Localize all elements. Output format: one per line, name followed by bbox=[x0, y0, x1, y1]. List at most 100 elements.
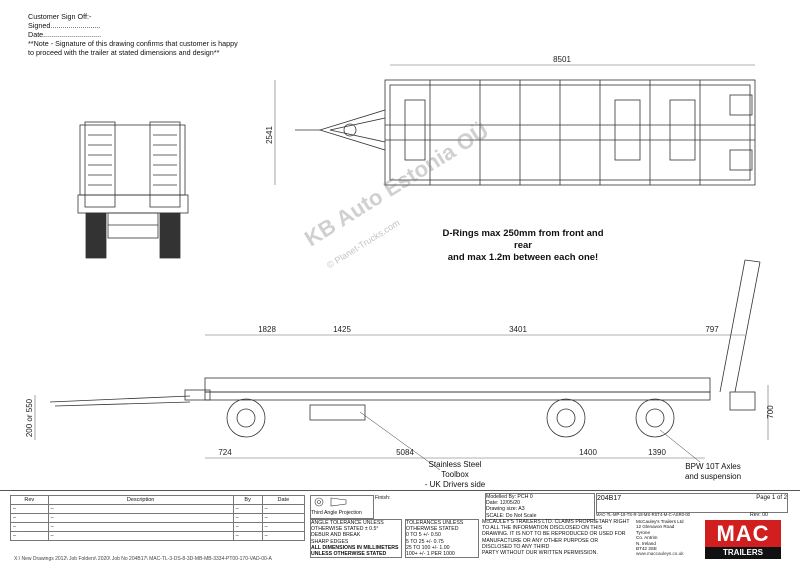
logo-main: MAC bbox=[705, 520, 781, 547]
front-view bbox=[77, 121, 189, 259]
angle-tol-line: SHARP EDGES bbox=[311, 538, 349, 545]
projection-box: Third Angle Projection bbox=[310, 495, 374, 519]
trailer-drawing: 8501 2541 1828 1425 3401 797 724 5084 14… bbox=[25, 55, 775, 471]
logo-sub: TRAILERS bbox=[705, 547, 781, 559]
scale-note: SCALE: Do Not Scale bbox=[486, 512, 537, 519]
tol-line: OTHERWISE STATED bbox=[406, 526, 459, 533]
table-row: –––– bbox=[10, 531, 306, 541]
toolbox-callout: Stainless Steel Toolbox - UK Drivers sid… bbox=[400, 460, 510, 490]
proprietary-line: DRAWING. IT IS NOT TO BE REPRODUCED OR U… bbox=[482, 531, 626, 538]
finish-label: Finish: bbox=[375, 495, 391, 501]
table-row: –––– bbox=[10, 522, 306, 532]
cell: – bbox=[47, 513, 234, 523]
modelled-by: Modelled By: PCH 0 bbox=[486, 494, 533, 500]
cell: – bbox=[232, 531, 263, 541]
drawing-size-label: Drawing size: bbox=[486, 506, 518, 513]
axles-callout: BPW 10T Axles and suspension bbox=[668, 462, 758, 482]
d-ring-note: D-Rings max 250mm from front and rear an… bbox=[438, 228, 608, 264]
toolbox-line1: Stainless Steel bbox=[428, 460, 482, 469]
tol-line: 5 TO 25 +/- 0.75 bbox=[406, 538, 444, 545]
side-dim-top-3: 3401 bbox=[509, 325, 527, 334]
side-dim-bottom-3: 1400 bbox=[579, 448, 597, 457]
cell: – bbox=[47, 522, 234, 532]
angle-tolerance: ANGLE TOLERANCE UNLESS OTHERWISE STATED … bbox=[310, 519, 402, 559]
rev-number: 00 bbox=[762, 512, 768, 518]
side-dim-top-2: 1425 bbox=[333, 325, 351, 334]
file-path: X:\ New Drawings 2012\ Job Folders\ 2020… bbox=[14, 556, 272, 562]
cell: – bbox=[232, 504, 263, 514]
d-ring-note-line1: D-Rings max 250mm from front and rear bbox=[442, 228, 604, 251]
angle-tol-line: OTHERWISE STATED ± 0.5° bbox=[311, 526, 379, 533]
tol-line: TOLERANCES UNLESS bbox=[406, 520, 464, 526]
proprietary-notice: McCAULEY'S TRAILERS LTD. CLAIMS PROPRIET… bbox=[482, 519, 634, 556]
cell: – bbox=[261, 531, 306, 541]
d-ring-note-line2: and max 1.2m between each one! bbox=[447, 252, 599, 263]
cell: – bbox=[261, 522, 306, 532]
side-view bbox=[49, 259, 761, 438]
by-header: By bbox=[232, 495, 263, 505]
cell: – bbox=[232, 513, 263, 523]
table-row: –––– bbox=[10, 513, 306, 523]
tol-line: 0 TO 5 +/- 0.50 bbox=[406, 532, 441, 539]
plan-length-dim: 8501 bbox=[553, 55, 571, 64]
revision-table: Rev Description By Date –––– –––– –––– –… bbox=[10, 495, 306, 541]
toolbox-line3: - UK Drivers side bbox=[424, 480, 486, 489]
address-line: N. Ireland bbox=[636, 540, 656, 546]
side-dim-top-4: 797 bbox=[705, 325, 719, 334]
axles-line1: BPW 10T Axles bbox=[685, 462, 741, 471]
drawing-number-box: 204B17 Page 1 of 2 bbox=[596, 493, 788, 513]
cell: – bbox=[232, 522, 263, 532]
rev-header: Rev bbox=[10, 495, 49, 505]
page-number: Page 1 of 2 bbox=[756, 495, 787, 501]
drawing-size: A3 bbox=[518, 506, 525, 513]
address-line: Tyrone bbox=[636, 529, 651, 535]
company-website: www.maccauleys.co.uk bbox=[636, 551, 684, 557]
angle-tol-line: DEBUR AND BREAK bbox=[311, 532, 361, 539]
proprietary-line: PARTY WITHOUT OUR WRITTEN PERMISSION. bbox=[482, 550, 598, 557]
plan-view bbox=[295, 79, 756, 186]
signoff-note-2: to proceed with the trailer at stated di… bbox=[28, 48, 220, 57]
signoff-signed: Signed......................... bbox=[28, 21, 101, 30]
desc-header: Description bbox=[47, 495, 234, 505]
date-header: Date bbox=[261, 495, 306, 505]
table-row: Rev Description By Date bbox=[10, 495, 306, 505]
company-address: McCauley's Trailers Ltd 12 Glenavon Road… bbox=[636, 519, 702, 557]
cell: – bbox=[261, 504, 306, 514]
address-line: 12 Glenavon Road bbox=[636, 524, 675, 530]
proprietary-line: MANUFACTURE OR ANY OTHER PURPOSE OR bbox=[482, 537, 599, 544]
tol-line: 25 TO 100 +/- 1.00 bbox=[406, 544, 450, 551]
signoff-note-1: **Note - Signature of this drawing confi… bbox=[28, 39, 238, 48]
customer-signoff: Customer Sign Off:- Signed..............… bbox=[28, 12, 248, 57]
plan-width-dim: 2541 bbox=[265, 126, 274, 144]
side-dim-bottom-2: 5084 bbox=[396, 448, 414, 457]
angle-tol-line: UNLESS OTHERWISE STATED bbox=[311, 551, 387, 558]
side-dim-left: 200 or 550 bbox=[25, 398, 34, 437]
drawing-date: Date: 12/05/20 bbox=[486, 500, 521, 507]
rev-label: Rev: bbox=[750, 512, 761, 518]
cell: – bbox=[10, 522, 49, 532]
cell: – bbox=[261, 513, 306, 523]
tol-line: 100+ +/- 1 PER 1000 bbox=[406, 551, 455, 558]
side-dim-bottom-1: 724 bbox=[218, 448, 232, 457]
cell: – bbox=[10, 513, 49, 523]
proprietary-line: McCAULEY'S TRAILERS LTD. CLAIMS PROPRIET… bbox=[482, 519, 630, 525]
address-line: BT42 3SE bbox=[636, 546, 657, 552]
address-line: Co. Antrim bbox=[636, 535, 658, 541]
cell: – bbox=[47, 504, 234, 514]
side-dim-top-1: 1828 bbox=[258, 325, 276, 334]
projection-symbol-icon bbox=[314, 497, 347, 507]
table-row: –––– bbox=[10, 504, 306, 514]
signoff-date: Date............................. bbox=[28, 30, 102, 39]
angle-tol-line: ALL DIMENSIONS IN MILLIMETERS bbox=[311, 544, 399, 551]
general-tolerance: TOLERANCES UNLESS OTHERWISE STATED 0 TO … bbox=[405, 519, 479, 559]
file-ref: MAC-TL-MP-18-TS-R-18-MS-RST4-M-C-ASR0-00 bbox=[596, 512, 690, 517]
side-dim-bottom-4: 1390 bbox=[648, 448, 666, 457]
proprietary-line: DISCLOSED TO ANY THIRD bbox=[482, 543, 550, 550]
axles-line2: and suspension bbox=[684, 472, 742, 481]
proprietary-line: TO ALL THE INFORMATION DISCLOSED ON THIS bbox=[482, 525, 603, 532]
drawing-number: 204B17 bbox=[597, 495, 622, 502]
angle-tol-line: ANGLE TOLERANCE UNLESS bbox=[311, 520, 384, 526]
title-block: Rev Description By Date –––– –––– –––– –… bbox=[0, 490, 800, 566]
rev-box: Rev: 00 bbox=[750, 512, 786, 518]
cell: – bbox=[47, 531, 234, 541]
